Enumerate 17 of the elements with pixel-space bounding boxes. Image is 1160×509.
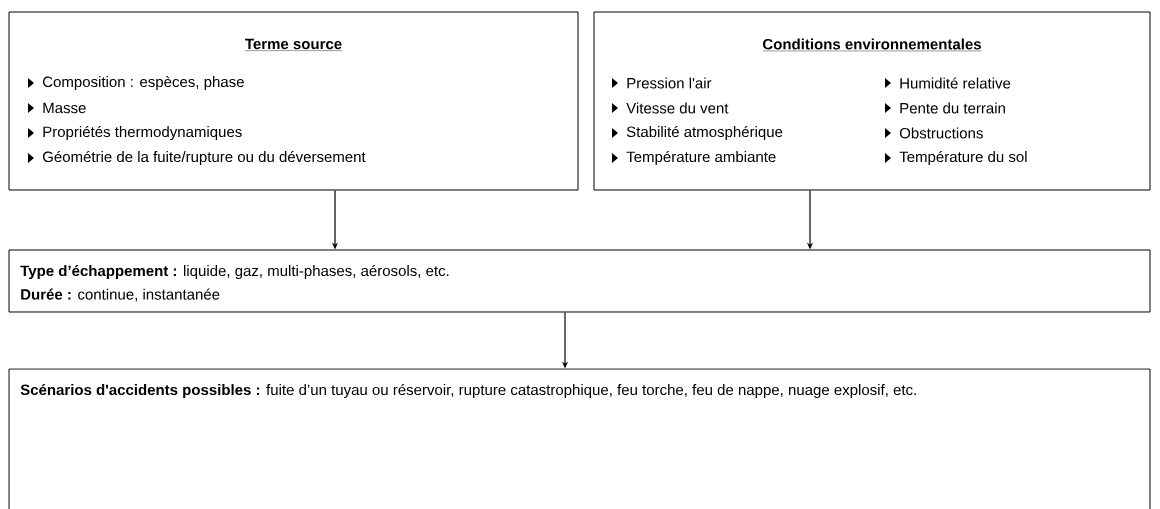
list-item: Obstructions — [885, 127, 983, 139]
list-item: Pression l'air — [612, 77, 712, 89]
list-item: Masse — [28, 102, 86, 114]
heading: Terme source — [244, 38, 343, 51]
heading: Conditions environnementales — [762, 38, 982, 52]
description-text: Scénarios d'accidents possibles : fuite d’un tuyau ou réservoir, rupture catastrophique, feu torche, feu de nappe, nuage explosif, etc. — [20, 383, 916, 399]
list-item: Composition : espèces, phase — [28, 75, 244, 91]
list-item: Température ambiante — [612, 150, 776, 166]
list-item: Géométrie de la fuite/rupture ou du déversement — [28, 150, 366, 166]
list-item: Vitesse du vent — [612, 102, 729, 114]
list-item: Pente du terrain — [885, 102, 1005, 114]
list-item: Température du sol — [885, 150, 1027, 166]
list-item: Propriétés thermodynamiques — [28, 125, 242, 141]
description-text: Type d’échappement : liquide, gaz, multi-phases, aérosols, etc. — [20, 264, 449, 280]
list-item: Stabilité atmosphérique — [612, 125, 783, 141]
description-text: Durée : continue, instantanée — [21, 288, 220, 302]
list-item: Humidité relative — [885, 77, 1011, 89]
